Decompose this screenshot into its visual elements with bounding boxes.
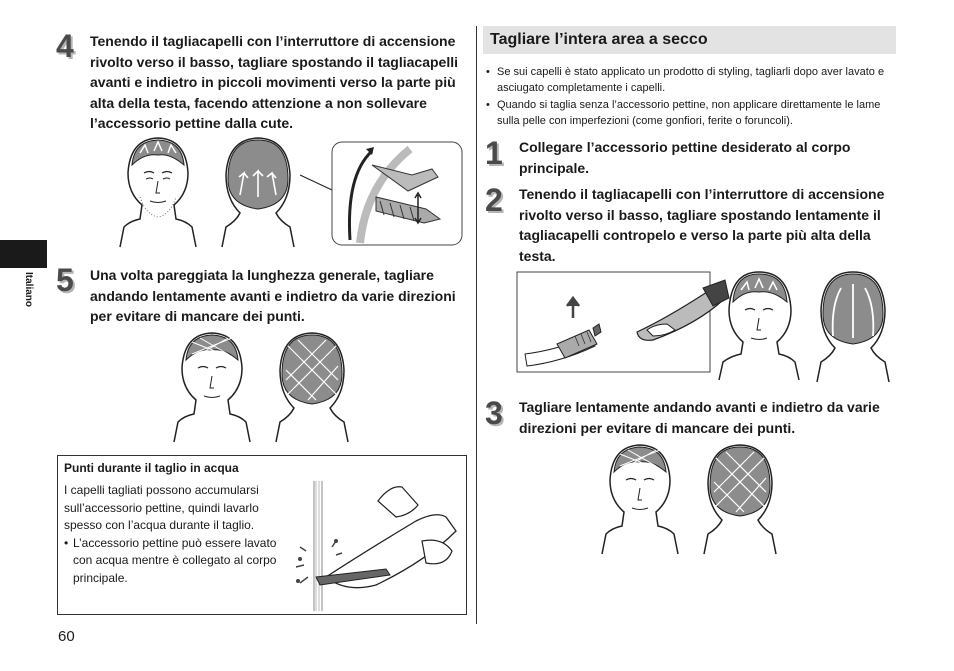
back-head-arrows-icon [816, 271, 890, 383]
step-4-illustration [119, 137, 463, 248]
tip-title: Punti durante il taglio in acqua [64, 461, 239, 475]
precaution-list: Se sui capelli è stato applicato un prod… [486, 64, 898, 130]
step-3-text: Tagliare lentamente andando avanti e ind… [519, 399, 880, 436]
tip-box: Punti durante il taglio in acqua I capel… [57, 455, 467, 615]
comb-attachment-inset [299, 141, 463, 246]
step-4-text: Tenendo il tagliacapelli con l’interrutt… [90, 33, 458, 131]
step-5-illustration [173, 332, 349, 443]
step-1-text: Collegare l’accessorio pettine desiderat… [519, 139, 851, 176]
front-head-crosshatch-icon [601, 444, 679, 555]
trimmer-in-hand [636, 279, 730, 341]
back-head-crosshatch-icon [703, 444, 777, 555]
front-head-arrows-icon [718, 271, 800, 381]
step-2-text: Tenendo il tagliacapelli con l’interrutt… [519, 186, 885, 264]
step-3-number: 3 [485, 395, 503, 431]
precaution-item: Se sui capelli è stato applicato un prod… [486, 64, 898, 96]
section-title: Tagliare l’intera area a secco [483, 26, 896, 54]
precaution-item: Quando si taglia senza l’accessorio pett… [486, 97, 898, 129]
step-5-number: 5 [56, 262, 74, 298]
tip-text: I capelli tagliati possono accumularsi s… [64, 483, 259, 532]
language-tab-label: Italiano [23, 272, 34, 308]
back-head-icon [221, 137, 295, 248]
back-head-crosshatch-icon [275, 332, 349, 443]
tip-body: I capelli tagliati possono accumularsi s… [64, 482, 284, 587]
step-1-number: 1 [485, 135, 503, 171]
front-head-icon [119, 137, 197, 248]
step-3-illustration [601, 444, 777, 555]
language-tab-marker [0, 240, 47, 268]
column-divider [476, 26, 477, 624]
step-4-number: 4 [56, 28, 74, 64]
step-2-illustration [516, 271, 890, 383]
page-number: 60 [58, 628, 75, 645]
tip-bullet: L’accessorio pettine può essere lavato c… [64, 535, 284, 588]
step-2-number: 2 [485, 182, 503, 218]
step-5-text: Una volta pareggiata la lunghezza genera… [90, 267, 456, 324]
washing-illustration [295, 481, 457, 611]
front-head-crosshatch-icon [173, 332, 251, 443]
